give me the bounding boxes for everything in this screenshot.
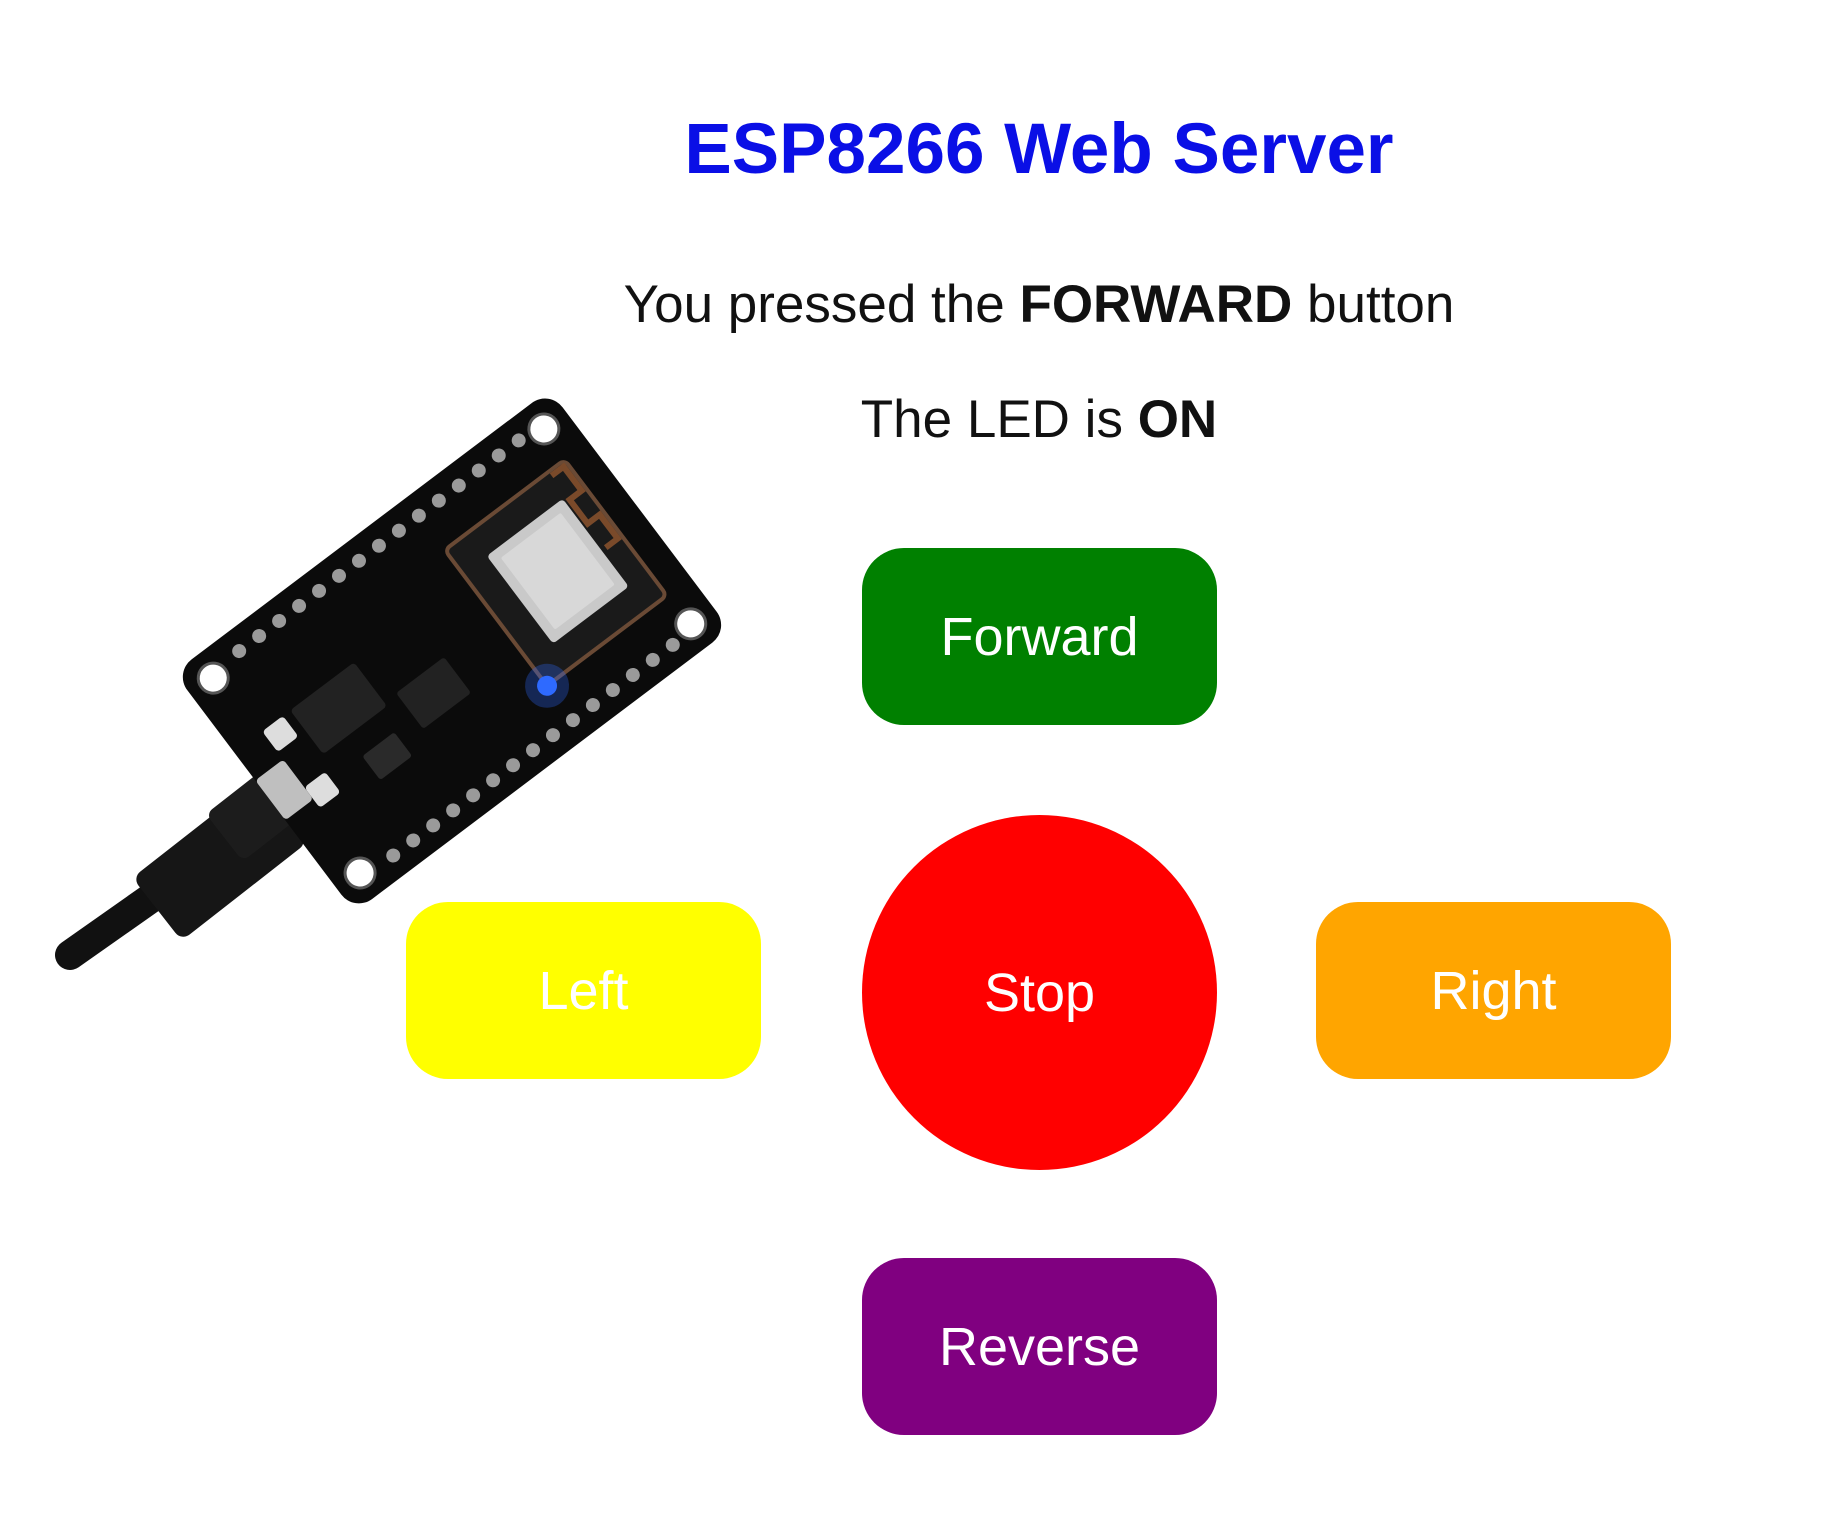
reverse-button[interactable]: Reverse <box>862 1258 1217 1435</box>
led-prefix: The LED is <box>860 390 1138 449</box>
right-button[interactable]: Right <box>1316 902 1671 1079</box>
pressed-status: You pressed the FORWARD button <box>0 270 1845 340</box>
pressed-prefix: You pressed the <box>623 275 1020 334</box>
pressed-suffix: button <box>1292 275 1455 334</box>
forward-button[interactable]: Forward <box>862 548 1217 725</box>
pressed-button-value: FORWARD <box>1019 275 1293 334</box>
led-status: The LED is ON <box>0 385 1845 455</box>
stop-button[interactable]: Stop <box>862 815 1217 1170</box>
esp8266-nodemcu-board-icon <box>55 398 722 970</box>
left-button[interactable]: Left <box>406 902 761 1079</box>
page-title: ESP8266 Web Server <box>684 110 1394 189</box>
led-state-value: ON <box>1137 390 1218 449</box>
